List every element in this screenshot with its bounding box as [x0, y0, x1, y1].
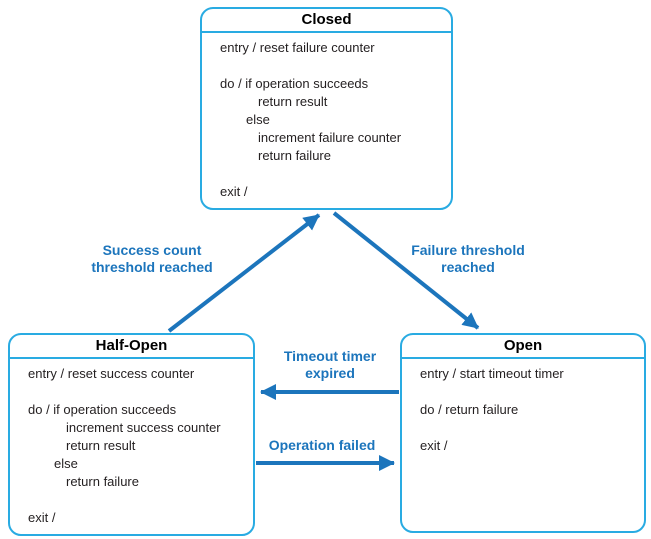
- transition-label-timeout-expired: Timeout timer expired: [283, 348, 377, 381]
- transition-label-failure-threshold: Failure threshold reached: [411, 242, 525, 275]
- state-action-line: return result: [66, 438, 136, 453]
- state-action-line: exit /: [28, 510, 56, 525]
- state-action-line: do / return failure: [420, 402, 519, 417]
- state-action-line: exit /: [420, 438, 448, 453]
- state-title-closed: Closed: [202, 9, 451, 33]
- state-action-line: exit /: [220, 184, 248, 199]
- state-action-line: [420, 383, 636, 401]
- state-action-line: [220, 57, 443, 75]
- state-action-line: increment success counter: [66, 420, 221, 435]
- state-action-line: return result: [258, 94, 328, 109]
- state-body-half-open: entry / reset success counter do / if ope…: [10, 359, 253, 527]
- state-action-line: return failure: [258, 148, 331, 163]
- transition-label-success-threshold: Success count threshold reached: [91, 242, 213, 275]
- state-action-line: entry / reset failure counter: [220, 40, 375, 55]
- state-body-open: entry / start timeout timer do / return f…: [402, 359, 644, 455]
- state-box-closed: Closed entry / reset failure counter do /…: [200, 7, 453, 210]
- state-title-half-open: Half-Open: [10, 335, 253, 359]
- state-body-closed: entry / reset failure counter do / if ope…: [202, 33, 451, 201]
- state-title-open: Open: [402, 335, 644, 359]
- state-action-line: do / if operation succeeds: [28, 402, 177, 417]
- state-box-half-open: Half-Open entry / reset success counter d…: [8, 333, 255, 536]
- state-action-line: entry / start timeout timer: [420, 366, 564, 381]
- state-action-line: entry / reset success counter: [28, 366, 195, 381]
- state-action-line: else: [246, 112, 270, 127]
- state-box-open: Open entry / start timeout timer do / ret…: [400, 333, 646, 533]
- state-action-line: [28, 491, 245, 509]
- transition-label-operation-failed: Operation failed: [268, 437, 376, 453]
- state-action-line: increment failure counter: [258, 130, 402, 145]
- state-action-line: [28, 383, 245, 401]
- state-action-line: return failure: [66, 474, 139, 489]
- state-action-line: [420, 419, 636, 437]
- state-action-line: do / if operation succeeds: [220, 76, 369, 91]
- state-action-line: else: [54, 456, 78, 471]
- state-action-line: [220, 165, 443, 183]
